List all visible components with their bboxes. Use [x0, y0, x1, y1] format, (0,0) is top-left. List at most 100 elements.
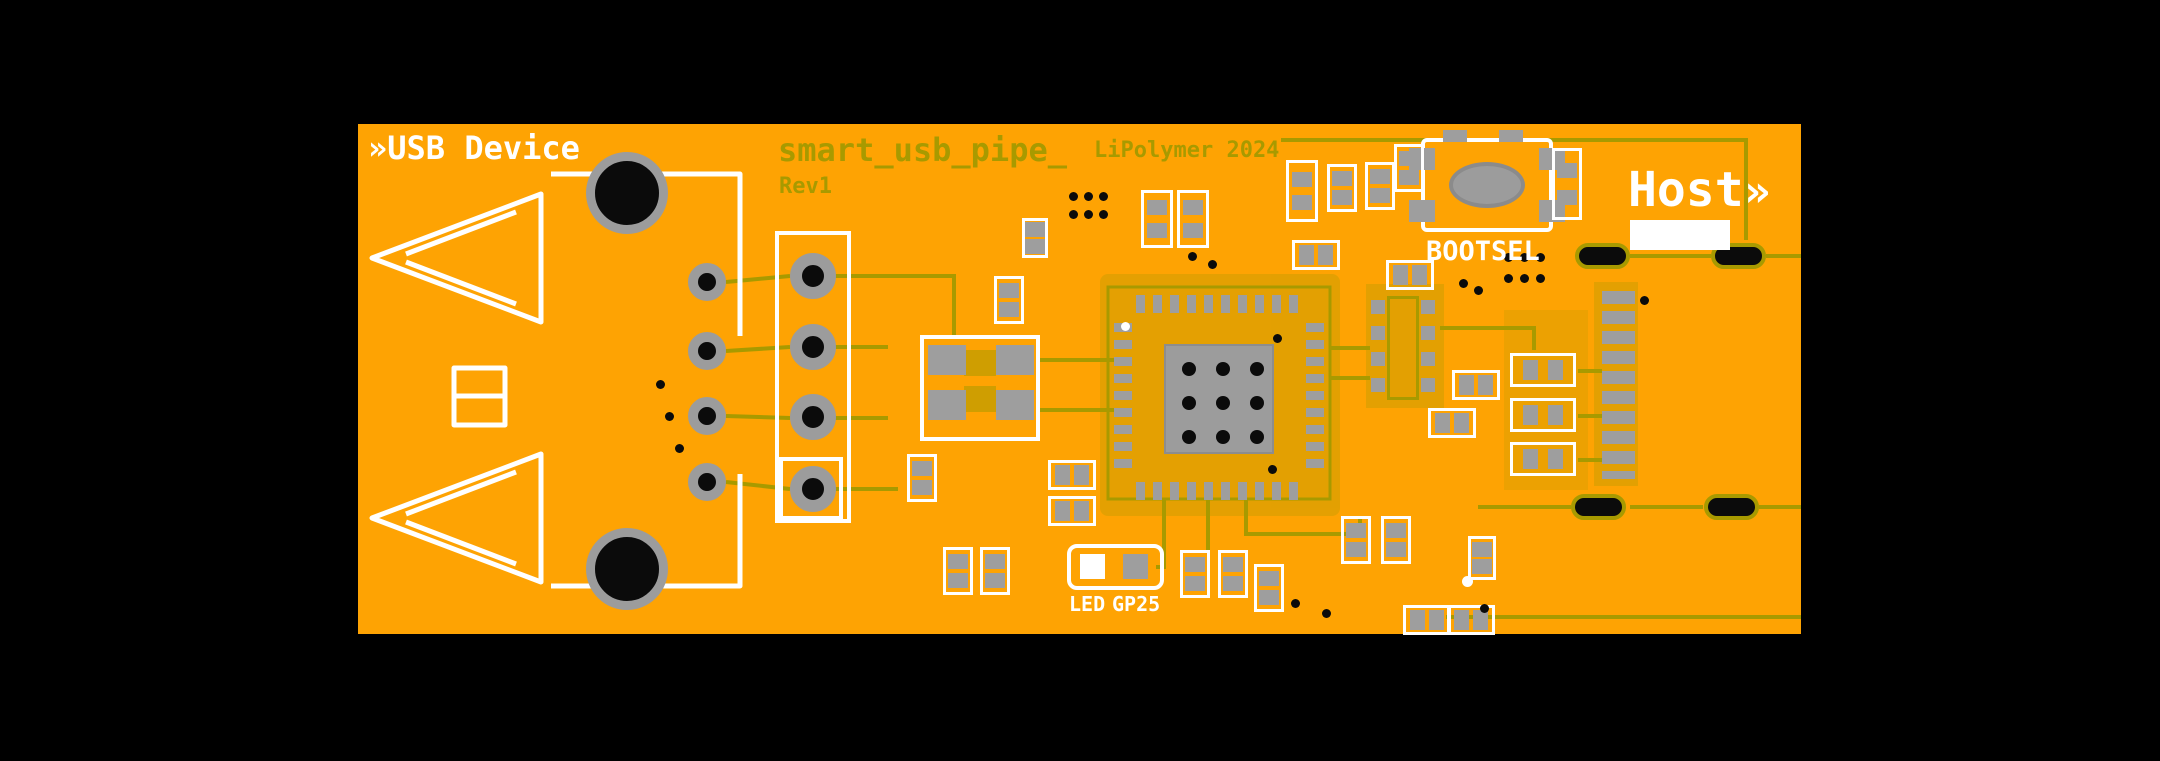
host-silkscreen-block — [1630, 220, 1730, 250]
via — [1536, 274, 1545, 283]
passive-component — [1428, 408, 1476, 438]
qfn-pads-bottom — [1136, 482, 1304, 500]
via — [665, 412, 674, 421]
button-pad — [1499, 130, 1523, 142]
via — [1273, 334, 1282, 343]
via — [688, 263, 726, 301]
board-title-label: smart_usb_pipe_ — [778, 131, 1067, 169]
crystal-pad — [996, 345, 1034, 375]
via — [656, 380, 665, 389]
passive-component — [1048, 460, 1096, 490]
passive-component — [1365, 162, 1395, 210]
soic-pads — [1371, 300, 1385, 396]
via — [1480, 604, 1489, 613]
led-gpio-label: GP25 — [1112, 592, 1161, 616]
qfn-via-grid — [1182, 362, 1264, 444]
crystal-pad — [928, 345, 966, 375]
passive-component — [994, 276, 1024, 324]
passive-component — [1510, 353, 1576, 387]
pin-header-outline — [775, 231, 851, 523]
plug-slot — [1571, 494, 1626, 520]
crystal-pad — [996, 390, 1034, 420]
via — [688, 332, 726, 370]
usb-device-label: »USB Device — [368, 129, 580, 167]
passive-component — [1180, 550, 1210, 598]
via — [1504, 274, 1513, 283]
passive-component — [1510, 442, 1576, 476]
edge-connector-pads — [1602, 291, 1635, 479]
passive-component — [1218, 550, 1248, 598]
passive-component — [1452, 370, 1500, 400]
bootsel-label: BOOTSEL — [1426, 236, 1540, 267]
silkscreen-dot — [1462, 576, 1473, 587]
via — [688, 463, 726, 501]
plug-slot — [1704, 494, 1759, 520]
revision-label: Rev1 — [779, 174, 832, 199]
passive-component — [943, 547, 973, 595]
via — [1474, 286, 1483, 295]
crystal-outline — [920, 335, 1040, 441]
header-pin — [790, 253, 836, 299]
via — [1640, 296, 1649, 305]
via — [1504, 253, 1513, 262]
passive-component — [1381, 516, 1411, 564]
led-label: LED — [1069, 592, 1106, 616]
usb-a-receptacle-silkscreen — [369, 171, 743, 589]
led-footprint — [1067, 544, 1164, 590]
via — [1069, 210, 1078, 219]
passive-component — [1552, 148, 1582, 220]
passive-component — [1292, 240, 1340, 270]
via — [1099, 210, 1108, 219]
via — [1208, 260, 1217, 269]
via — [1536, 253, 1545, 262]
via — [1069, 192, 1078, 201]
soic-pads — [1421, 300, 1435, 396]
via — [1520, 253, 1529, 262]
via — [1084, 210, 1093, 219]
plug-slot — [1575, 243, 1630, 269]
passive-component — [1022, 218, 1048, 258]
via — [1188, 252, 1197, 261]
passive-component — [980, 547, 1010, 595]
via — [1268, 465, 1277, 474]
maker-label: LiPolymer 2024 — [1094, 138, 1280, 163]
via — [1520, 274, 1529, 283]
passive-component — [1510, 398, 1576, 432]
header-pin — [790, 394, 836, 440]
qfn-pads-right — [1306, 323, 1324, 469]
mounting-hole — [586, 528, 668, 610]
crystal-pad — [928, 390, 966, 420]
passive-component — [1327, 164, 1357, 212]
passive-component — [1394, 144, 1424, 192]
button-actuator — [1449, 162, 1525, 208]
button-pad — [1409, 200, 1435, 222]
passive-component — [1254, 564, 1284, 612]
via — [1084, 192, 1093, 201]
soic-body — [1387, 296, 1419, 400]
header-pin — [790, 324, 836, 370]
qfn-pads-left — [1114, 323, 1132, 469]
via — [1099, 192, 1108, 201]
host-label: Host — [1628, 162, 1744, 218]
via — [1291, 599, 1300, 608]
qfn-pads-top — [1136, 295, 1304, 313]
header-pin — [790, 466, 836, 512]
passive-component — [1386, 260, 1434, 290]
pin1-marker — [779, 457, 843, 520]
passive-component — [1447, 605, 1495, 635]
pcb-board: »USB Device smart_usb_pipe_ Rev1 LiPolym… — [358, 124, 1801, 635]
led-pad-anode — [1080, 554, 1105, 579]
passive-component — [1177, 190, 1209, 248]
via — [675, 444, 684, 453]
host-arrow: » — [1744, 166, 1771, 217]
passive-component — [1141, 190, 1173, 248]
passive-component — [1048, 496, 1096, 526]
passive-component — [1341, 516, 1371, 564]
passive-component — [1286, 160, 1318, 222]
button-pad — [1443, 130, 1467, 142]
via — [688, 397, 726, 435]
pin1-dot — [1121, 322, 1130, 331]
via — [1322, 609, 1331, 618]
via — [1459, 279, 1468, 288]
